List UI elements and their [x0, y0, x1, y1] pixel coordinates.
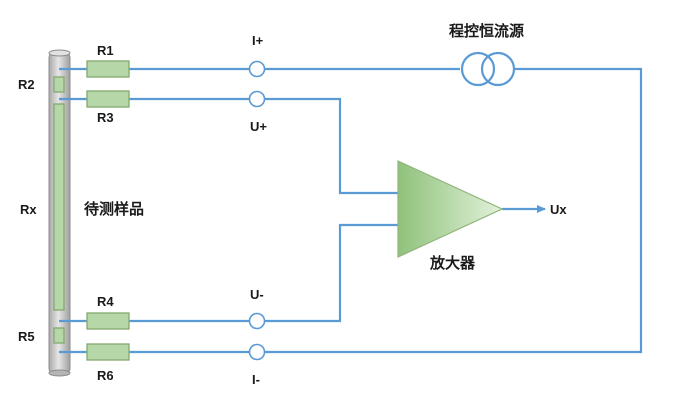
- sample-contact-r5: [53, 327, 65, 344]
- sample-rod: [48, 49, 71, 377]
- label-r5: R5: [18, 329, 35, 344]
- resistor-r4: [86, 312, 130, 330]
- wire-right-rail: [59, 67, 643, 354]
- label-r2: R2: [18, 77, 35, 92]
- resistor-r3: [86, 90, 130, 108]
- label-u-minus: U-: [250, 287, 264, 302]
- label-r4: R4: [97, 294, 114, 309]
- label-sample: 待测样品: [84, 200, 144, 218]
- amplifier-triangle: [397, 160, 504, 258]
- label-r6: R6: [97, 368, 114, 383]
- label-i-plus: I+: [252, 33, 264, 48]
- terminal-u-plus: [248, 90, 266, 108]
- label-i-minus: I-: [252, 372, 260, 387]
- label-current-source: 程控恒流源: [449, 22, 524, 40]
- terminal-u-minus: [248, 312, 266, 330]
- resistor-r1: [86, 60, 130, 78]
- label-amplifier: 放大器: [429, 254, 476, 272]
- label-r1: R1: [97, 43, 114, 58]
- label-ux: Ux: [550, 202, 567, 217]
- current-source-icon: [460, 51, 516, 87]
- sample-body-rx: [53, 103, 65, 311]
- resistor-r6: [86, 343, 130, 361]
- label-u-plus: U+: [250, 119, 267, 134]
- wire-u-plus: [59, 97, 398, 195]
- label-rx: Rx: [20, 202, 37, 217]
- terminal-i-minus: [248, 343, 266, 361]
- label-r3: R3: [97, 110, 114, 125]
- sample-contact-r2: [53, 76, 65, 93]
- terminal-i-plus: [248, 60, 266, 78]
- wire-u-minus: [59, 223, 398, 323]
